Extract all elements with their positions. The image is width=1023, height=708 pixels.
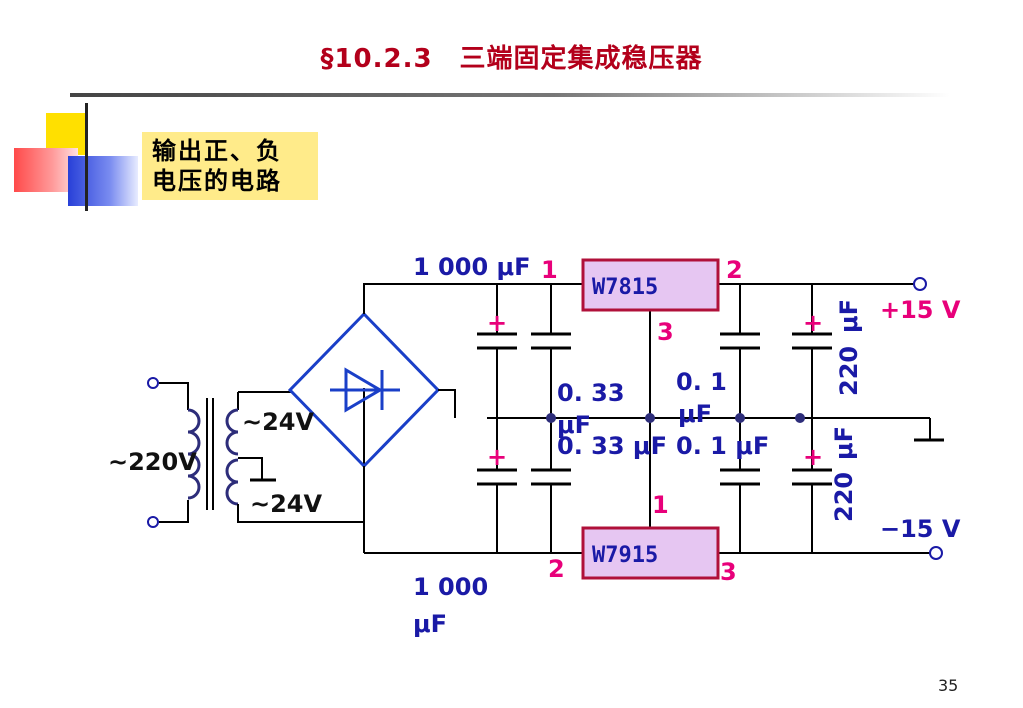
page-title: §10.2.3 三端固定集成稳压器 bbox=[320, 44, 703, 74]
regulator-top-label: W7815 bbox=[592, 275, 658, 300]
output-terminal-positive bbox=[913, 277, 927, 291]
cap-bottom-left-label-line2: μF bbox=[413, 610, 447, 638]
cap-01-top-label-line2: μF bbox=[678, 400, 712, 428]
regulator-w7915 bbox=[581, 526, 720, 580]
cap-bottom-left-label-line1: 1 000 bbox=[413, 573, 488, 601]
secondary-bottom-voltage-label: ~24V bbox=[250, 490, 323, 518]
polarity-plus-bottom-right: + bbox=[803, 443, 823, 471]
title-divider bbox=[70, 93, 950, 97]
output-negative-label: −15 V bbox=[880, 515, 961, 543]
cap-220-top-unit: μF bbox=[835, 299, 863, 333]
polarity-plus-top-right: + bbox=[803, 309, 823, 337]
pin-bottom-1: 1 bbox=[652, 491, 669, 519]
cap-033-bottom-label: 0. 33 μF bbox=[557, 432, 667, 460]
junction-dots bbox=[546, 413, 805, 423]
pin-bottom-3: 3 bbox=[720, 558, 737, 586]
pin-top-2: 2 bbox=[726, 256, 743, 284]
polarity-plus-bottom-left: + bbox=[487, 443, 507, 471]
cap-220-top-value: 220 bbox=[835, 346, 863, 396]
cap-220-bottom-value: 220 bbox=[830, 472, 858, 522]
pin-top-3: 3 bbox=[657, 318, 674, 346]
cap-033-top-label-line2: μF bbox=[557, 411, 591, 439]
side-label-line1: 输出正、负 bbox=[152, 137, 282, 165]
cap-top-left-label: 1 000 μF bbox=[413, 253, 531, 281]
page-number: 35 bbox=[938, 676, 959, 695]
side-label: 输出正、负 电压的电路 bbox=[152, 136, 318, 196]
pin-top-1: 1 bbox=[541, 256, 558, 284]
regulator-bottom-label: W7915 bbox=[592, 543, 658, 568]
side-label-box bbox=[142, 132, 318, 200]
side-label-line2: 电压的电路 bbox=[152, 167, 282, 195]
polarity-plus-top-left: + bbox=[487, 309, 507, 337]
regulator-w7815 bbox=[581, 258, 720, 312]
input-terminal-top bbox=[147, 377, 159, 389]
circuit-wires bbox=[363, 283, 944, 554]
cap-033-top-label-line1: 0. 33 bbox=[557, 379, 625, 407]
capacitors bbox=[477, 332, 832, 486]
decorative-vertical-line bbox=[85, 103, 88, 211]
cap-220-bottom-unit: μF bbox=[830, 426, 858, 460]
primary-voltage-label: ~220V bbox=[108, 448, 197, 476]
pin-bottom-2: 2 bbox=[548, 555, 565, 583]
cap-01-bottom-label: 0. 1 μF bbox=[676, 432, 769, 460]
cap-01-top-label-line1: 0. 1 bbox=[676, 368, 727, 396]
decorative-square-red bbox=[14, 148, 78, 192]
secondary-top-voltage-label: ~24V bbox=[242, 408, 315, 436]
input-terminal-bottom bbox=[147, 516, 159, 528]
decorative-square-blue bbox=[68, 156, 138, 206]
output-terminal-negative bbox=[929, 546, 943, 560]
output-positive-label: +15 V bbox=[880, 296, 961, 324]
